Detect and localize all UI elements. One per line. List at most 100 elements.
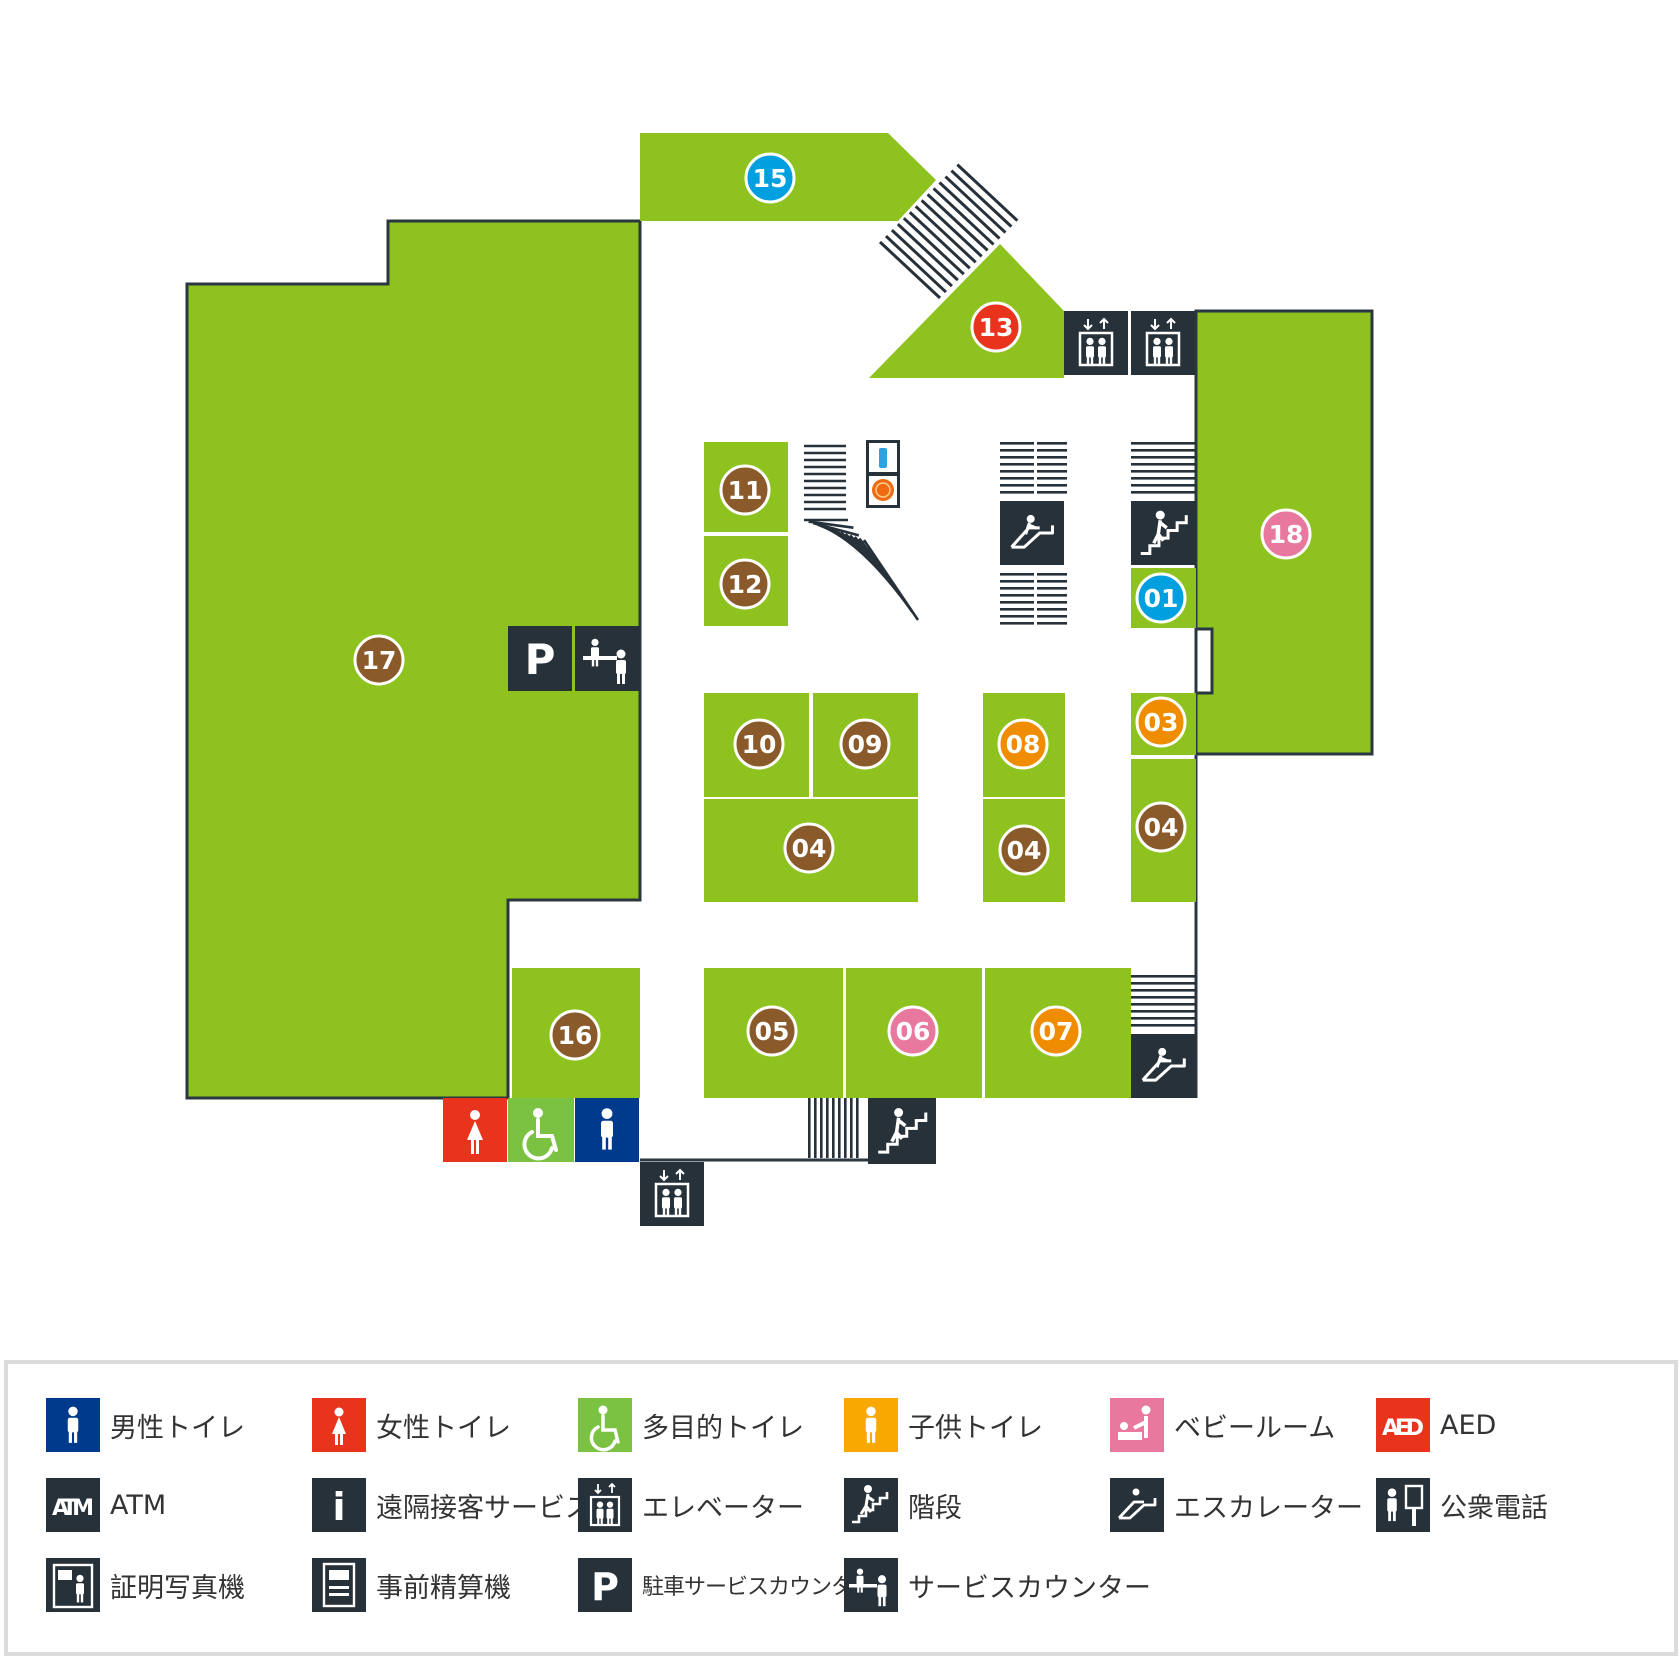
legend-item-public-phone: 公衆電話 [1376, 1478, 1548, 1532]
store-badge-06[interactable]: 06 [887, 1005, 939, 1057]
store-number: 09 [848, 730, 883, 759]
elevator-icon[interactable] [1131, 311, 1195, 375]
store-badge-04[interactable]: 04 [783, 822, 835, 874]
legend-item-escalator: エスカレーター [1110, 1478, 1363, 1532]
store-number: 12 [728, 570, 763, 599]
escalator-icon[interactable] [1000, 501, 1064, 565]
stairs-icon[interactable] [868, 1098, 936, 1164]
public-phone-icon [1376, 1478, 1430, 1532]
legend-label: エレベーター [642, 1492, 804, 1524]
store-number: 01 [1144, 584, 1179, 613]
service-counter-icon [844, 1558, 898, 1612]
legend-item-womens-toilet: 女性トイレ [312, 1398, 511, 1452]
icon-glyph: AED [1382, 1416, 1424, 1441]
aed-icon: AED [1376, 1398, 1430, 1452]
store-number: 15 [753, 164, 788, 193]
store-badge-13[interactable]: 13 [970, 301, 1022, 353]
elevator-icon[interactable] [1064, 311, 1128, 375]
icon-glyph: i [332, 1485, 345, 1529]
service-counter-icon[interactable] [575, 626, 640, 691]
legend-item-remote-service: i 遠隔接客サービス [312, 1478, 592, 1532]
legend-item-mens-toilet: 男性トイレ [46, 1398, 245, 1452]
store-badge-11[interactable]: 11 [719, 464, 771, 516]
legend-item-kids-toilet: 子供トイレ [844, 1398, 1043, 1452]
store-number: 04 [792, 834, 827, 863]
store-badge-12[interactable]: 12 [719, 558, 771, 610]
store-badge-09[interactable]: 09 [839, 718, 891, 770]
svg-text:P: P [525, 635, 556, 684]
atm-icon: ATM [46, 1478, 100, 1532]
legend-item-photo-booth: 証明写真機 [46, 1558, 245, 1612]
store-badge-10[interactable]: 10 [733, 718, 785, 770]
legend-item-aed: AED AED [1376, 1398, 1496, 1452]
legend-item-elevator: エレベーター [578, 1478, 804, 1532]
store-number: 06 [896, 1017, 931, 1046]
store-block[interactable] [185, 219, 642, 1100]
stairs-icon [844, 1478, 898, 1532]
kids-toilet-icon [844, 1398, 898, 1452]
baby-room-icon [1110, 1398, 1164, 1452]
legend-label: 遠隔接客サービス [376, 1492, 592, 1524]
store-badge-15[interactable]: 15 [744, 152, 796, 204]
legend-label: ベビールーム [1174, 1412, 1336, 1444]
legend-label: サービスカウンター [908, 1572, 1151, 1604]
store-number: 05 [755, 1017, 790, 1046]
legend-label: 証明写真機 [110, 1572, 245, 1604]
legend-label: ATM [110, 1489, 167, 1521]
store-block[interactable] [869, 244, 1064, 378]
store-number: 11 [728, 476, 763, 505]
legend-label: 子供トイレ [908, 1412, 1043, 1444]
facility-icons: P [443, 311, 1196, 1226]
parking-counter-icon: P [578, 1558, 632, 1612]
legend-label: 階段 [908, 1492, 962, 1524]
store-badge-17[interactable]: 17 [353, 634, 405, 686]
store-badge-04[interactable]: 04 [1135, 801, 1187, 853]
legend-item-parking-payment: 事前精算機 [312, 1558, 511, 1612]
stairs-icon[interactable] [1131, 501, 1196, 565]
store-number: 04 [1007, 836, 1042, 865]
legend-item-multipurpose-toilet: 多目的トイレ [578, 1398, 804, 1452]
mens-toilet-icon [46, 1398, 100, 1452]
womens-toilet-icon [312, 1398, 366, 1452]
legend-label: 事前精算機 [376, 1572, 511, 1604]
store-number: 03 [1144, 708, 1179, 737]
store-number: 13 [979, 313, 1014, 342]
stair-steps [804, 163, 1196, 1158]
store-badge-05[interactable]: 05 [746, 1005, 798, 1057]
legend-label: エスカレーター [1174, 1492, 1363, 1524]
icon-glyph: ATM [52, 1496, 94, 1521]
store-number: 17 [362, 646, 397, 675]
store-badge-07[interactable]: 07 [1030, 1005, 1082, 1057]
escalator-icon[interactable] [1131, 1034, 1196, 1098]
store-badge-16[interactable]: 16 [549, 1009, 601, 1061]
legend-label: 公衆電話 [1440, 1492, 1548, 1524]
elevator-icon[interactable] [640, 1162, 704, 1226]
store-badge-01[interactable]: 01 [1135, 572, 1187, 624]
multipurpose-toilet-icon [578, 1398, 632, 1452]
legend-label: AED [1440, 1409, 1497, 1441]
mens-toilet-icon[interactable] [575, 1098, 639, 1162]
vending-machine-icon[interactable] [866, 440, 900, 508]
store-badges: 15 13 18 17 11 12 01 10 09 08 03 04 04 04 16 05 06 07 [353, 152, 1312, 1061]
womens-toilet-icon[interactable] [443, 1098, 507, 1162]
icon-glyph: P [591, 1565, 619, 1609]
elevator-icon [578, 1478, 632, 1532]
store-badge-08[interactable]: 08 [997, 718, 1049, 770]
store-number: 10 [742, 730, 777, 759]
store-badge-18[interactable]: 18 [1260, 508, 1312, 560]
legend-item-atm: ATM ATM [46, 1478, 166, 1532]
floor-map: P 15 13 18 17 11 12 01 10 09 08 03 04 04 04 16 05 06 07 [185, 133, 1374, 1226]
store-badge-04[interactable]: 04 [998, 824, 1050, 876]
escalator-icon [1110, 1478, 1164, 1532]
legend-panel: 男性トイレ 女性トイレ 多目的トイレ 子供トイレ ベビールーム AED AED ATM ATM i… [4, 1360, 1678, 1656]
store-number: 04 [1144, 813, 1179, 842]
photo-booth-icon [46, 1558, 100, 1612]
store-number: 07 [1039, 1017, 1074, 1046]
legend-label: 男性トイレ [110, 1412, 245, 1444]
store-badge-03[interactable]: 03 [1135, 696, 1187, 748]
legend-item-service-counter: サービスカウンター [844, 1558, 1151, 1612]
legend-label: 女性トイレ [376, 1412, 511, 1444]
parking-counter-icon[interactable]: P [508, 626, 572, 691]
multipurpose-toilet-icon[interactable] [508, 1098, 574, 1162]
